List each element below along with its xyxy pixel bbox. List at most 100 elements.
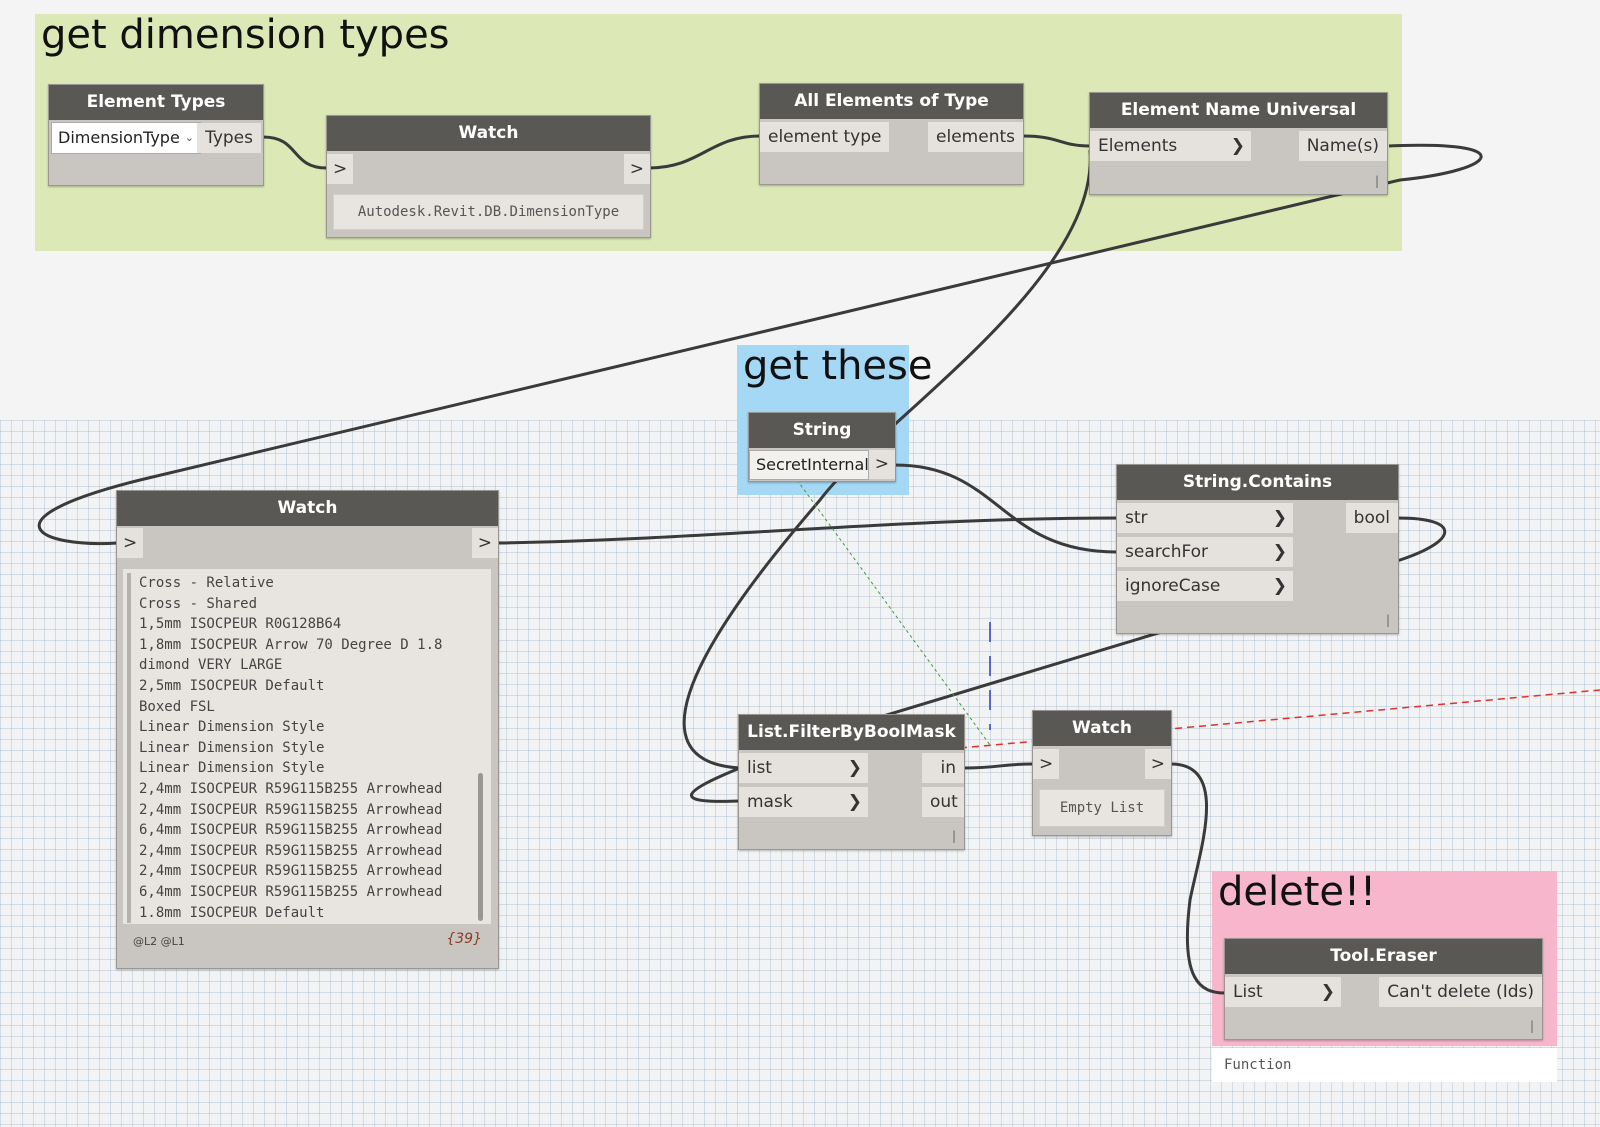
- wire-types-to-watch: [262, 135, 328, 170]
- node-title: Tool.Eraser: [1225, 939, 1542, 974]
- node-title: Element Types: [49, 85, 263, 120]
- list-item: 1,8mm ISOCPEUR Arrow 70 Degree D 1.8: [127, 634, 491, 656]
- eraser-footer-label: Function: [1212, 1048, 1557, 1082]
- list-item: 1,5mm ISOCPEUR R0G128B64: [127, 614, 491, 635]
- node-title: Watch: [1033, 711, 1171, 746]
- list-item: Cross - Shared: [127, 593, 491, 615]
- wire-watch-to-all-elements: [648, 134, 761, 170]
- node-element-name-universal[interactable]: Element Name Universal Elements ❯ Name(s…: [1089, 92, 1388, 195]
- node-title: String.Contains: [1117, 465, 1398, 500]
- node-watch-empty[interactable]: Watch > > Empty List: [1032, 710, 1172, 836]
- element-type-dropdown[interactable]: DimensionType ⌄: [51, 122, 201, 154]
- resize-handle[interactable]: |: [1385, 613, 1390, 627]
- node-title: Watch: [327, 116, 650, 151]
- list-item: 2,4mm ISOCPEUR R59G115B255 Arrowhead: [127, 861, 491, 882]
- wire-string-to-searchfor: [894, 463, 1118, 554]
- port-label: ignoreCase: [1125, 576, 1221, 596]
- list-item: 2,4mm ISOCPEUR R59G115B255 Arrowhead: [127, 840, 491, 862]
- chevron-right-icon: ❯: [1272, 576, 1287, 596]
- output-port-elements[interactable]: elements: [928, 122, 1023, 152]
- list-item: Linear Dimension Style: [127, 737, 491, 759]
- group-title: delete!!: [1218, 869, 1377, 915]
- resize-handle[interactable]: |: [1374, 174, 1379, 188]
- node-list-filter-by-bool-mask[interactable]: List.FilterByBoolMask list ❯ mask ❯ in o…: [738, 714, 965, 850]
- chevron-down-icon: ⌄: [184, 131, 194, 144]
- node-title: Watch: [117, 491, 498, 526]
- chevron-right-icon: ❯: [1272, 542, 1287, 562]
- node-title: List.FilterByBoolMask: [739, 715, 964, 750]
- input-port[interactable]: >: [327, 154, 354, 184]
- list-item: dimond VERY LARGE: [127, 655, 491, 676]
- input-port-ignorecase[interactable]: ignoreCase ❯: [1117, 571, 1293, 601]
- chevron-right-icon: ❯: [1272, 508, 1287, 528]
- output-port[interactable]: >: [1144, 749, 1171, 779]
- list-item: Boxed FSL: [127, 696, 491, 718]
- node-title: Element Name Universal: [1090, 93, 1387, 128]
- input-port-str[interactable]: str ❯: [1117, 503, 1293, 533]
- port-label: Elements: [1098, 136, 1178, 156]
- wire-in-to-watch: [963, 762, 1034, 770]
- node-string-contains[interactable]: String.Contains str ❯ searchFor ❯ ignore…: [1116, 464, 1399, 634]
- group-title: get these: [743, 343, 933, 389]
- input-port-elements[interactable]: Elements ❯: [1090, 131, 1251, 161]
- wire-watch-to-eraser: [1170, 762, 1226, 995]
- dropdown-value: DimensionType: [58, 128, 180, 147]
- string-value-input[interactable]: SecretInternal: [749, 450, 869, 480]
- input-port[interactable]: >: [1033, 749, 1060, 779]
- list-item: 2,4mm ISOCPEUR R59G115B255 Arrowhead: [127, 778, 491, 800]
- list-item: 6,4mm ISOCPEUR R59G115B255 Arrowhead: [127, 881, 491, 903]
- axis-line-green: [796, 479, 991, 746]
- wire-elements-to-filter-list: [682, 149, 1092, 770]
- wire-elements-to-name: [1022, 134, 1091, 148]
- node-element-types[interactable]: Element Types DimensionType ⌄ Types: [48, 84, 264, 186]
- resize-handle[interactable]: |: [951, 829, 956, 843]
- list-item: Linear Dimension Style: [127, 758, 491, 779]
- output-port-cant-delete[interactable]: Can't delete (Ids): [1379, 977, 1542, 1007]
- output-port-in[interactable]: in: [922, 753, 964, 783]
- scrollbar[interactable]: [478, 773, 483, 921]
- port-label: mask: [747, 792, 793, 812]
- port-label: searchFor: [1125, 542, 1209, 562]
- output-port[interactable]: >: [868, 450, 895, 479]
- input-port-list[interactable]: List ❯: [1225, 977, 1341, 1007]
- output-port-types[interactable]: Types: [197, 123, 261, 153]
- chevron-right-icon: ❯: [847, 792, 862, 812]
- group-title: get dimension types: [41, 12, 450, 58]
- port-label: str: [1125, 508, 1148, 528]
- list-item: Cross - Relative: [127, 573, 491, 594]
- list-item: 2,5mm ISOCPEUR Default: [127, 675, 491, 697]
- input-port-element-type[interactable]: element type: [760, 122, 890, 152]
- chevron-right-icon: ❯: [1320, 982, 1335, 1002]
- wire-watch-list-to-str: [497, 516, 1118, 545]
- watch-value: Autodesk.Revit.DB.DimensionType: [333, 194, 644, 230]
- resize-handle[interactable]: |: [1529, 1019, 1534, 1033]
- wire-name-to-watch-list: [37, 143, 1483, 546]
- port-label: List: [1233, 982, 1263, 1002]
- node-tool-eraser[interactable]: Tool.Eraser List ❯ Can't delete (Ids) |: [1224, 938, 1543, 1040]
- input-port-list[interactable]: list ❯: [739, 753, 868, 783]
- input-port-searchfor[interactable]: searchFor ❯: [1117, 537, 1293, 567]
- node-all-elements-of-type[interactable]: All Elements of Type element type elemen…: [759, 83, 1024, 185]
- list-item: 1.8mm ISOCPEUR Default: [127, 902, 491, 924]
- input-port-mask[interactable]: mask ❯: [739, 787, 868, 817]
- output-port[interactable]: >: [623, 154, 650, 184]
- node-title: String: [749, 413, 895, 448]
- input-port[interactable]: >: [117, 528, 144, 558]
- list-levels: @L2 @L1: [133, 935, 185, 948]
- list-item: 2,4mm ISOCPEUR R59G115B255 Arrowhead: [127, 799, 491, 821]
- output-port-out[interactable]: out: [922, 787, 964, 817]
- output-port[interactable]: >: [471, 528, 498, 558]
- chevron-right-icon: ❯: [847, 758, 862, 778]
- node-string[interactable]: String SecretInternal >: [748, 412, 896, 482]
- chevron-right-icon: ❯: [1230, 136, 1245, 156]
- output-port-bool[interactable]: bool: [1345, 503, 1398, 533]
- watch-value: Empty List: [1039, 789, 1165, 827]
- output-port-names[interactable]: Name(s): [1298, 131, 1387, 161]
- node-title: All Elements of Type: [760, 84, 1023, 119]
- node-watch-top[interactable]: Watch > > Autodesk.Revit.DB.DimensionTyp…: [326, 115, 651, 238]
